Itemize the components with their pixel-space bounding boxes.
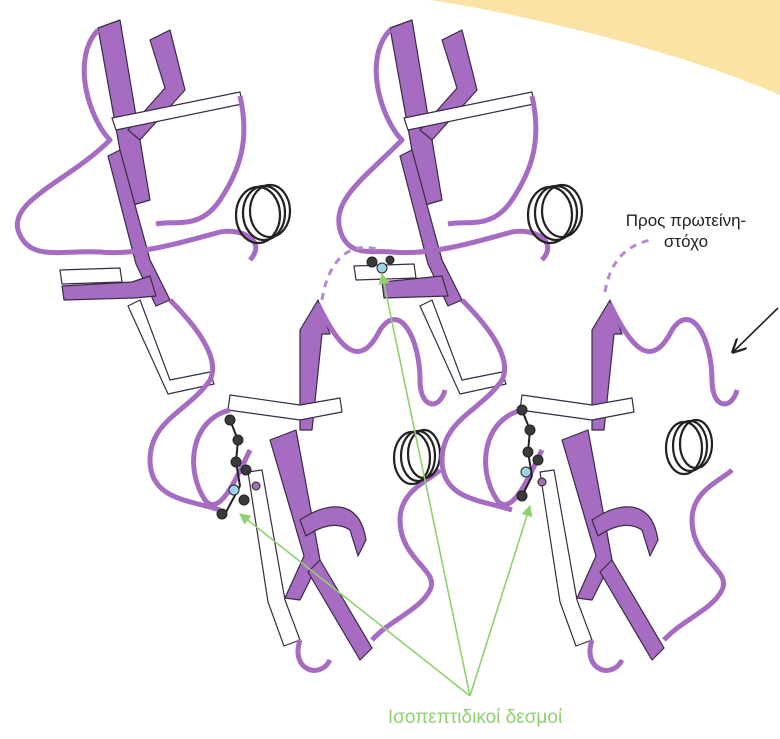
loop [372, 470, 440, 640]
ubiquitin-upper-right [339, 20, 582, 510]
target-protein-label-line1: Προς πρωτείνη- [626, 211, 746, 230]
ubiquitin-chain-left [17, 20, 445, 670]
target-protein-label: Προς πρωτείνη- στόχο [598, 210, 774, 252]
beta-strand [420, 300, 506, 394]
target-protein-label-line2: στόχο [664, 232, 708, 251]
loop [442, 300, 512, 510]
beta-strand [128, 300, 214, 394]
alpha-helix [666, 420, 712, 474]
isopeptide-bonds-label: Ισοπεπτιδικοί δεσμοί [355, 706, 595, 730]
ubiquitin-chain-right [339, 20, 737, 670]
beta-strand [520, 395, 634, 420]
ubiquitin-upper-left [17, 20, 290, 510]
target-arrow [733, 308, 778, 352]
loop [298, 640, 330, 670]
beta-strand [600, 560, 664, 660]
beta-strand [228, 395, 342, 420]
loop [664, 470, 732, 640]
ubiquitin-lower-left [194, 300, 445, 670]
loop [194, 410, 250, 505]
corner-banner [430, 0, 780, 95]
beta-strand [60, 268, 122, 284]
loop [590, 640, 622, 670]
loop [150, 300, 220, 510]
loop [339, 30, 548, 260]
loop [610, 304, 737, 404]
ubiquitin-lower-right [486, 300, 737, 670]
